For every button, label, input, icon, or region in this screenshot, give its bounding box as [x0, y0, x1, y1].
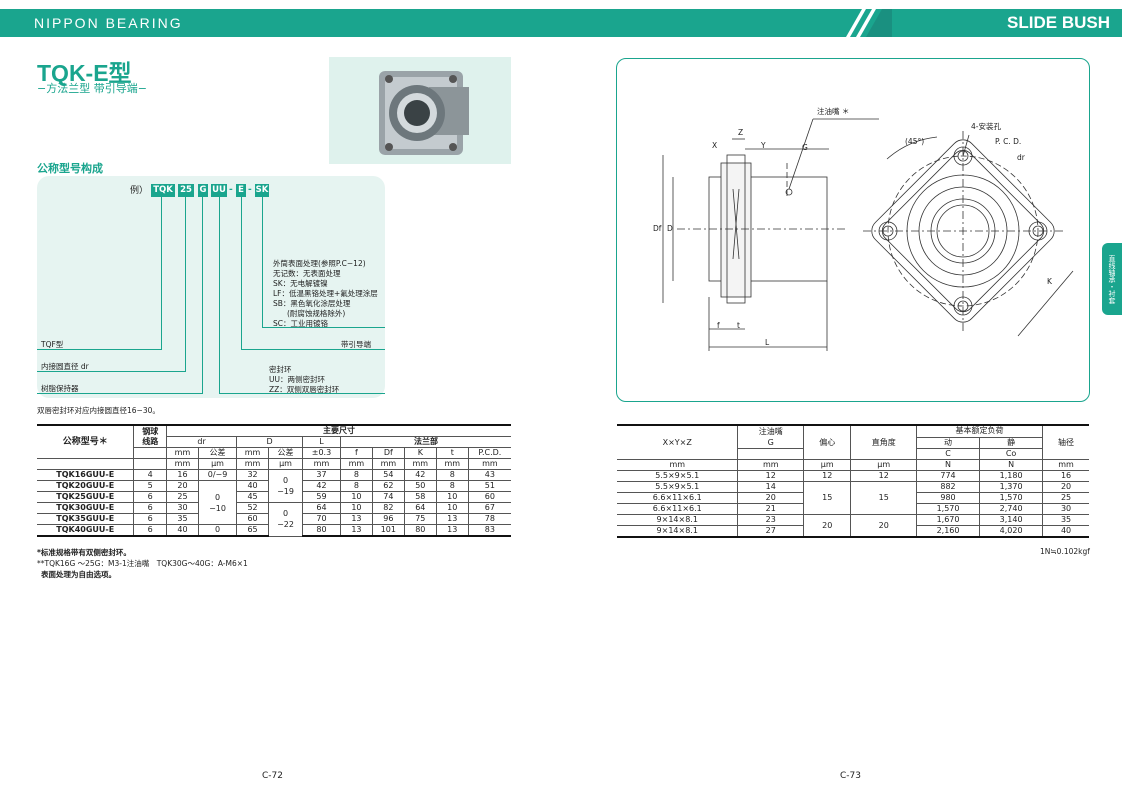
- label-f: f: [717, 321, 720, 330]
- label-t: t: [737, 321, 740, 330]
- footnote-3: 表面处理为自由选项。: [41, 570, 116, 579]
- label-df: Df: [653, 224, 662, 233]
- code-box-g: G: [198, 184, 208, 197]
- label-g: G: [802, 143, 808, 152]
- label-z: Z: [738, 128, 744, 137]
- label-seal-uu: UU：两侧密封环: [269, 375, 325, 384]
- double-seal-note: 双唇密封环对应内接圆直径16−30。: [37, 406, 160, 415]
- model-code-box: 例） TQK 25 G UU - E - SK 外筒表面处理(参照P.C−12)…: [37, 176, 385, 398]
- label-l: L: [765, 338, 770, 347]
- code-box-uu: UU: [211, 184, 227, 197]
- product-photo: [329, 57, 511, 164]
- example-prefix: 例）: [130, 186, 149, 196]
- label-angle: (45°): [905, 137, 925, 146]
- page-header: NIPPON BEARING SLIDE BUSH: [0, 9, 1122, 37]
- unit-note: 1N≒0.102kgf: [1040, 547, 1090, 556]
- label-mount-holes: 4-安装孔: [971, 122, 1001, 131]
- dimension-table: 公称型号＊ 钢球线路 主要尺寸 dr D L 法兰部 mm 公差 mm 公差 ±…: [37, 424, 511, 537]
- side-tab[interactable]: 直线轴承・衬套: [1102, 243, 1122, 315]
- label-oil-nipple: 注油嘴 ＊: [817, 107, 850, 116]
- table-row: 9×14×8.1 27 2,160 4,020 40: [617, 525, 1089, 538]
- label-resin: 树脂保持器: [41, 384, 79, 393]
- code-box-size: 25: [178, 184, 194, 197]
- label-guide: 带引导端: [341, 340, 371, 349]
- label-seal-zz: ZZ：双侧双唇密封环: [269, 385, 340, 394]
- label-tqf: TQF型: [41, 340, 64, 349]
- product-title: TQK-E型: [37, 60, 132, 86]
- label-k: K: [1047, 277, 1052, 286]
- product-subtitle: −方法兰型 带引导端−: [37, 82, 147, 95]
- code-box-tqk: TQK: [151, 184, 175, 197]
- code-dash-1: -: [229, 185, 233, 195]
- label-d: D: [667, 224, 673, 233]
- page-number-left: C-72: [262, 771, 283, 781]
- footnote-2: **TQK16G ～25G：M3-1注油嘴 TQK30G～40G：A-M6×1: [37, 559, 248, 568]
- col-model: 公称型号＊: [37, 424, 135, 459]
- label-x: X: [712, 141, 718, 150]
- code-box-e: E: [236, 184, 246, 197]
- header-slash-decoration: [846, 9, 892, 37]
- technical-drawing: 注油嘴 ＊ 4-安装孔 P. C. D. dr (45°) Z X Y G Df…: [616, 58, 1090, 402]
- series-name: SLIDE BUSH: [1007, 13, 1110, 32]
- code-box-sk: SK: [255, 184, 269, 197]
- label-pcd: P. C. D.: [995, 137, 1022, 146]
- code-section-heading: 公称型号构成: [37, 162, 103, 175]
- label-y: Y: [761, 141, 766, 150]
- label-dr: 内接圆直径 dr: [41, 362, 89, 371]
- brand-name: NIPPON BEARING: [34, 15, 183, 31]
- label-seal-title: 密封环: [269, 365, 292, 374]
- code-dash-2: -: [248, 185, 252, 195]
- label-dr: dr: [1017, 153, 1025, 162]
- footnote-1: *标准规格带有双侧密封环。: [37, 548, 131, 557]
- table-row: TQK40GUU-E 6 40 0 65 80 13 101 80 13 83: [37, 524, 511, 537]
- page-number-right: C-73: [840, 771, 861, 781]
